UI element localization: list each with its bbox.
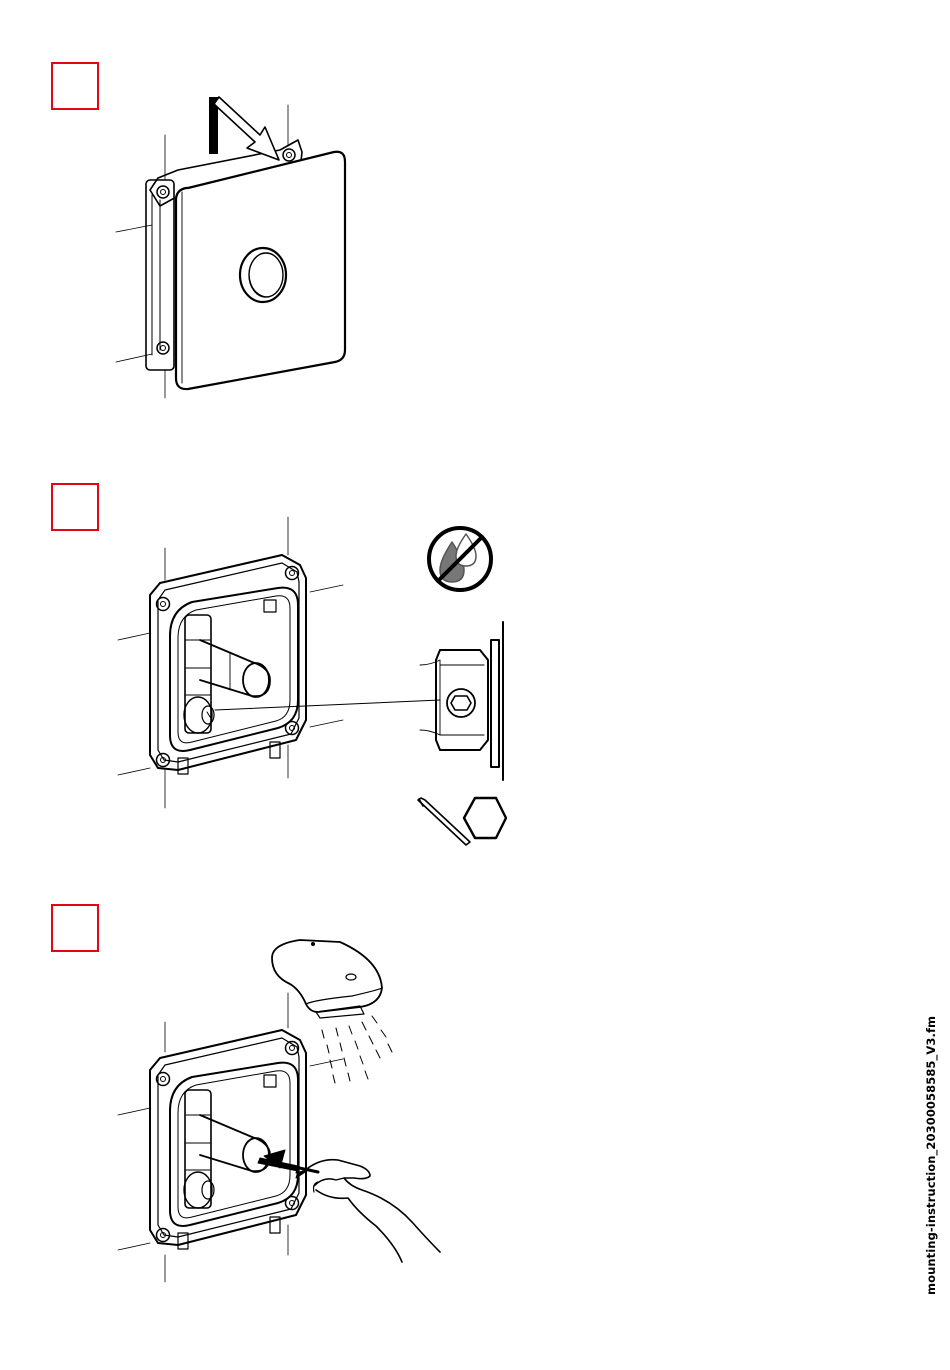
hand-icon: [308, 1160, 440, 1262]
document-filename: mounting-instruction_20300058585_V3.fm: [921, 955, 941, 1295]
